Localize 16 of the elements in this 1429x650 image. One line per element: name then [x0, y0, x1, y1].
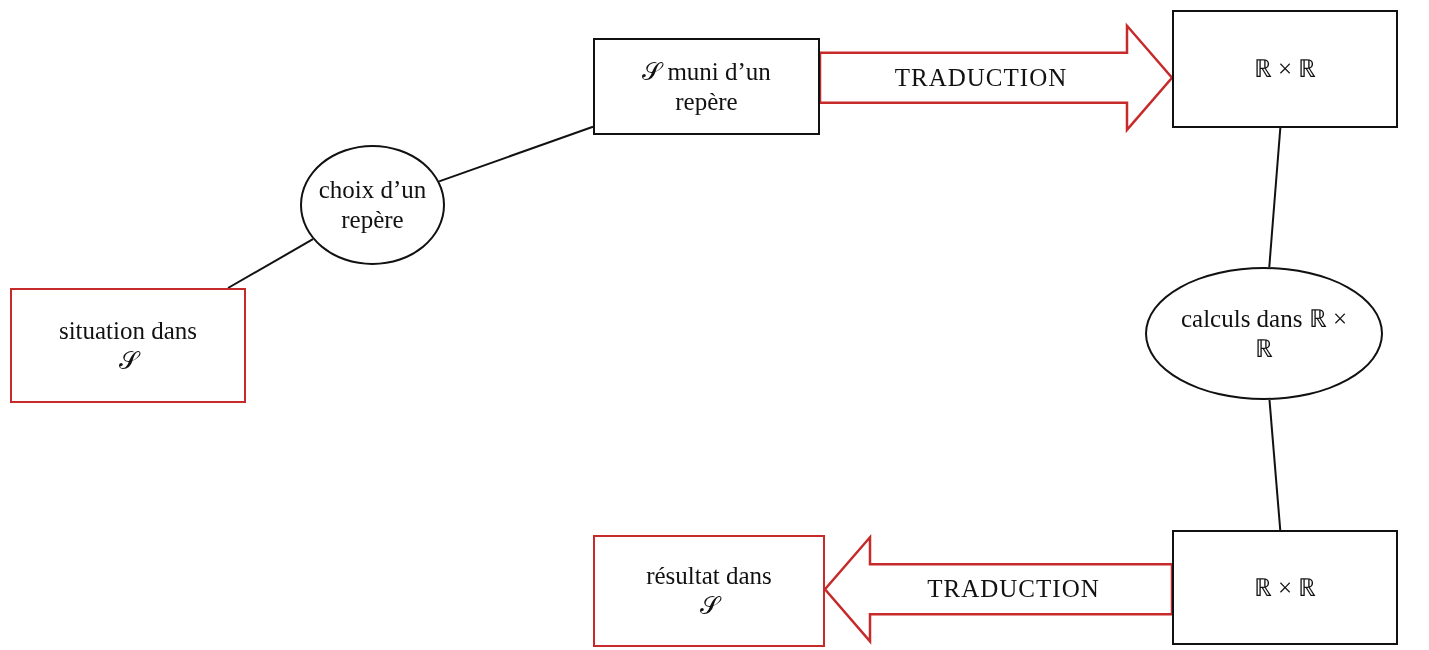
node-label: calculs dans ℝ × ℝ — [1179, 303, 1349, 364]
node-label: 𝒮 muni d’un repère — [641, 56, 772, 117]
connector-line — [227, 238, 314, 289]
node-label: ℝ × ℝ — [1253, 572, 1317, 603]
node-label: choix d’un repère — [317, 175, 428, 235]
process-box — [10, 288, 246, 403]
connector-line — [438, 125, 594, 183]
node-label: ℝ × ℝ — [1253, 54, 1317, 84]
node-label: situation dans 𝒮 — [58, 315, 198, 376]
process-box — [593, 535, 825, 647]
process-box — [1172, 10, 1398, 128]
connector-line — [1268, 127, 1282, 269]
process-box — [593, 38, 820, 135]
process-box — [1172, 530, 1398, 645]
node-label: résultat dans 𝒮 — [645, 561, 773, 621]
connector-line — [1268, 398, 1282, 531]
